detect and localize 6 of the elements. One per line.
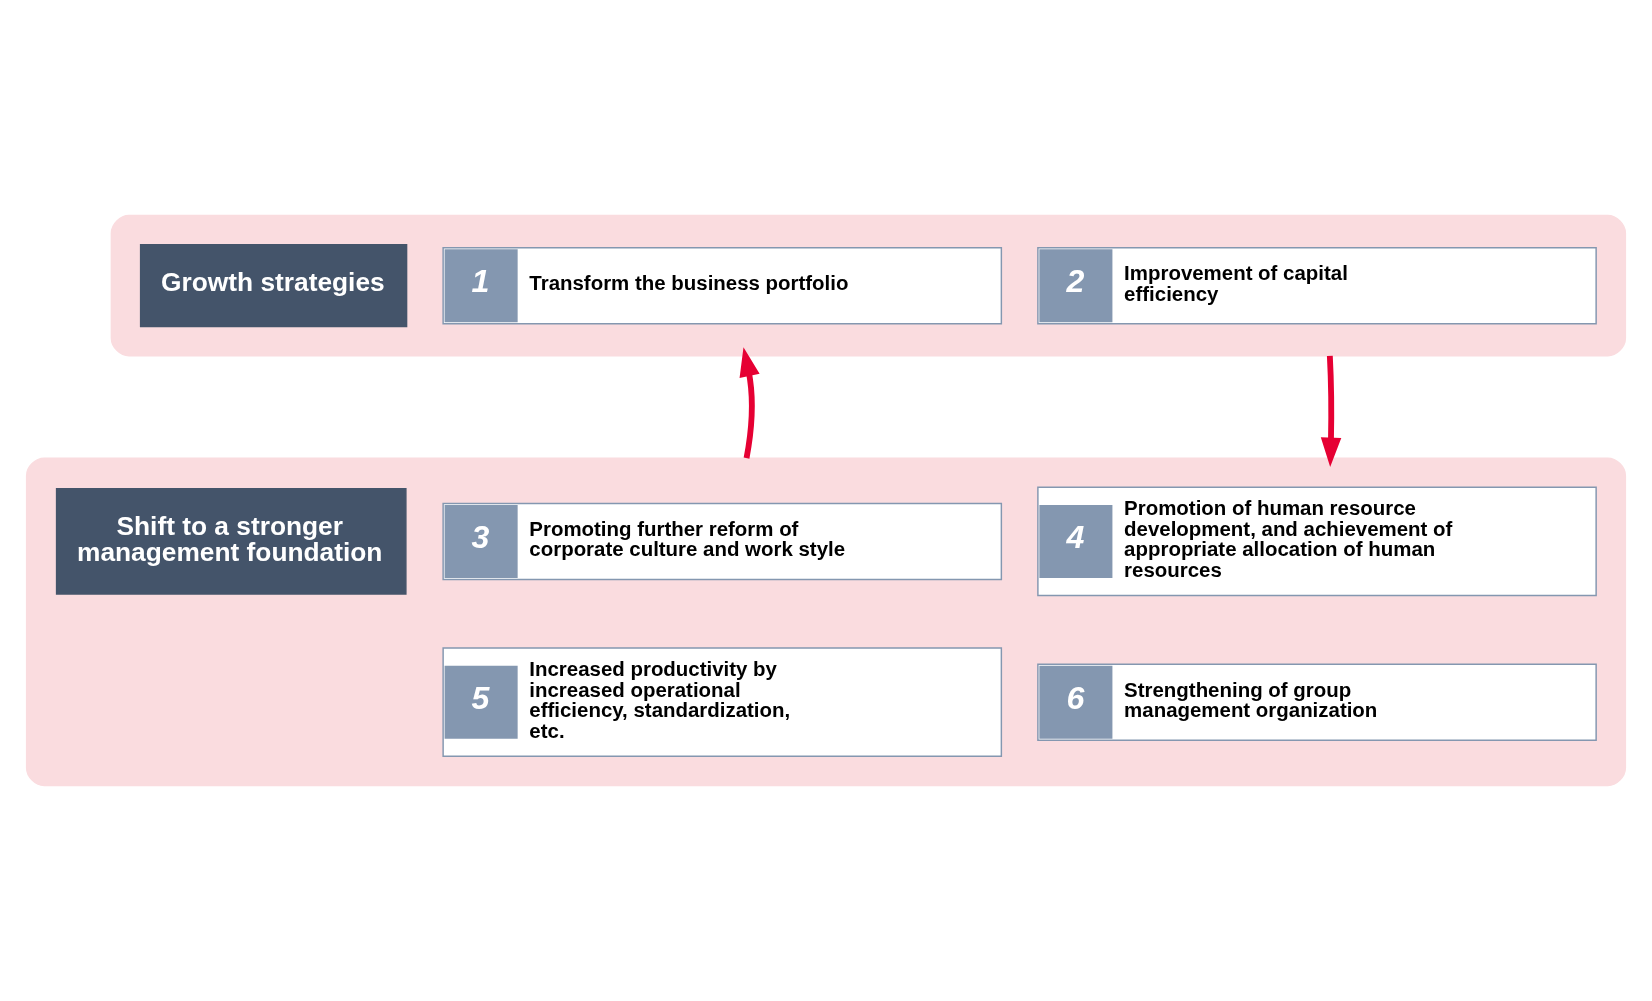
node-box: Shift to a stronger management foundation bbox=[55, 488, 407, 595]
arrow bbox=[1320, 355, 1342, 467]
cluster bbox=[25, 457, 1627, 787]
node-box: Growth strategies bbox=[139, 244, 408, 328]
cluster bbox=[110, 214, 1627, 357]
arrow bbox=[739, 347, 760, 459]
